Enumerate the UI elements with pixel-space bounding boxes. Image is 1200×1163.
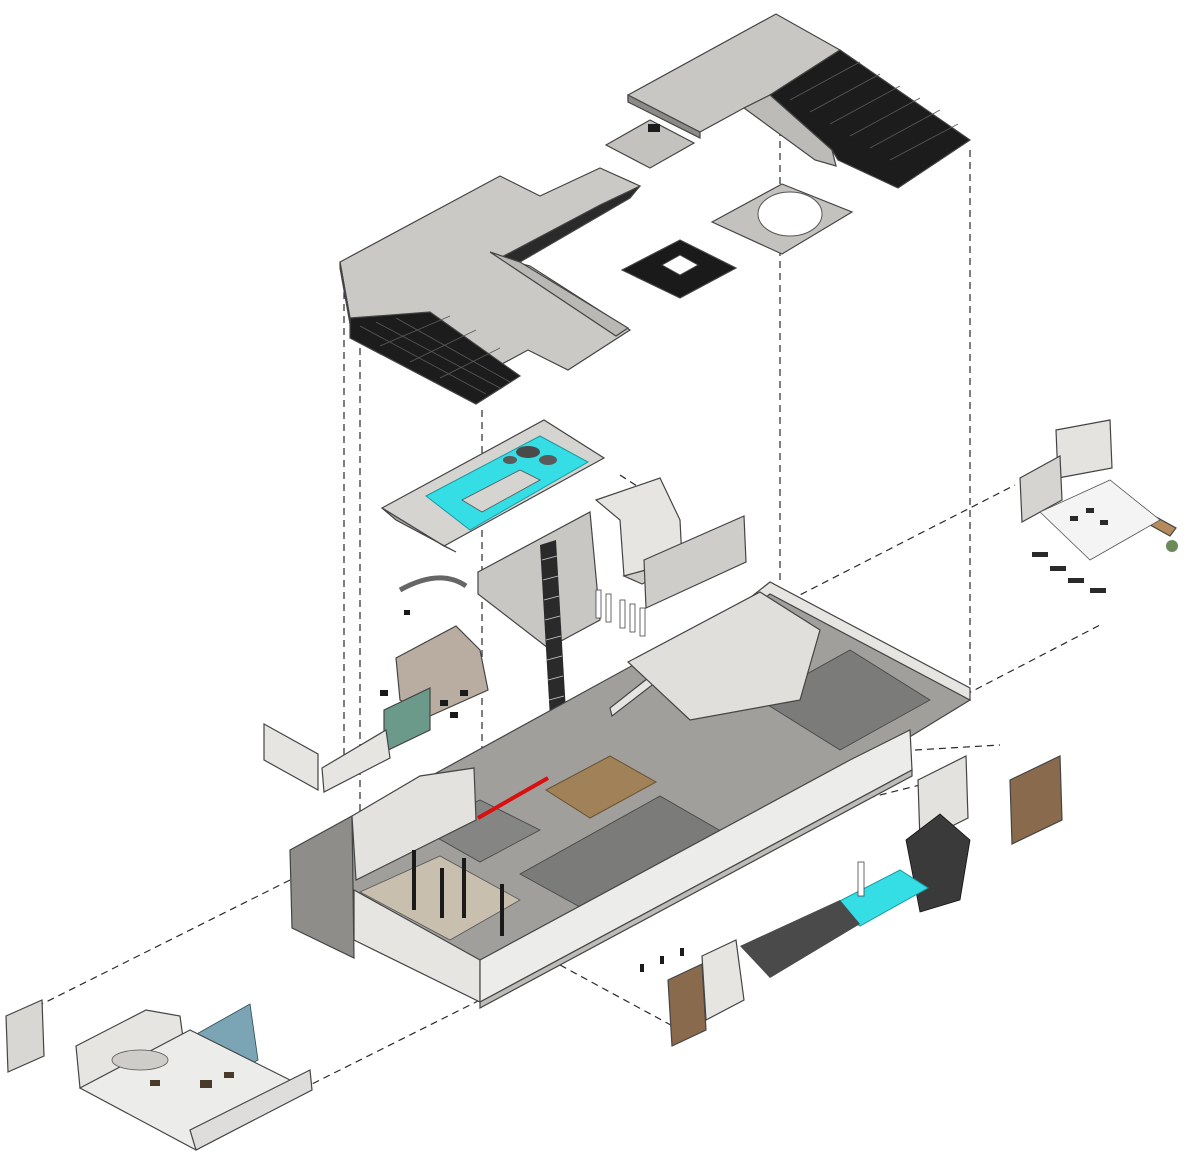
front-facade-wall-right xyxy=(479,729,913,1004)
mid-wall-panel-right xyxy=(321,729,391,793)
upper-roof-grating-lines xyxy=(789,61,959,161)
ground-columns xyxy=(412,850,504,936)
tilted-concrete-wall xyxy=(477,511,601,649)
pool-concrete-underside xyxy=(381,507,457,553)
guide-to-lower-left-module-2 xyxy=(299,999,481,1091)
upper-roof-concrete-front xyxy=(627,94,701,139)
rock-sculpture xyxy=(905,813,971,913)
office-wall-tall xyxy=(1055,419,1113,479)
back-wall-long xyxy=(609,581,971,718)
guide-to-lower-right-module xyxy=(559,964,681,1031)
upper-roof-lid-small xyxy=(604,119,696,169)
floor-zone-dark-2 xyxy=(759,649,931,751)
pool-rock-1 xyxy=(516,446,540,458)
reception-front-wall xyxy=(189,1069,313,1151)
upper-roof-hatch xyxy=(648,124,660,132)
upper-roof-slab xyxy=(604,13,972,189)
guide-to-upper-right-module-2 xyxy=(964,624,1101,696)
upper-roof-concrete-strip xyxy=(742,94,837,167)
office-furniture xyxy=(1032,508,1108,593)
main-roof-slab xyxy=(339,167,642,405)
reception-desk-curve xyxy=(111,1049,169,1071)
ground-floor xyxy=(263,581,972,1010)
main-roof-ridge-strip xyxy=(489,251,630,337)
round-skylight-opening xyxy=(757,191,823,237)
stone-paving xyxy=(740,900,860,978)
columns-group xyxy=(595,589,646,637)
small-room-walls xyxy=(701,939,745,1021)
timber-screen xyxy=(667,963,707,1047)
mezzanine-elements xyxy=(380,477,747,753)
pool-rock-3 xyxy=(503,456,517,464)
garden-column xyxy=(857,861,865,897)
stair-treads xyxy=(541,555,565,701)
guide-pool-right xyxy=(619,474,641,489)
stair-flight xyxy=(540,540,566,718)
guide-to-lower-right-module-2 xyxy=(914,744,1001,751)
reception-side-panels xyxy=(5,999,45,1073)
pool-level xyxy=(380,419,606,553)
module-upper-right-office xyxy=(1019,419,1178,593)
upper-room-walls xyxy=(626,591,821,721)
skylight-pieces xyxy=(620,183,854,299)
office-wall-panel xyxy=(1019,455,1063,523)
curved-bench xyxy=(398,575,468,593)
pool-island xyxy=(461,469,541,513)
guide-to-upper-right-module xyxy=(789,484,1016,601)
left-room-wall xyxy=(351,767,477,881)
mid-wall-panel-left xyxy=(263,722,319,792)
main-roof-grating-lines xyxy=(359,315,511,395)
pool-rock-2 xyxy=(539,455,557,465)
garden-wall-frame xyxy=(917,755,969,843)
freestanding-concrete-wall xyxy=(643,515,747,609)
front-facade-base xyxy=(479,768,913,1010)
module-lower-left-reception xyxy=(5,999,313,1151)
main-roof-grating xyxy=(349,311,522,405)
office-plant xyxy=(1166,540,1178,552)
square-skylight-opening xyxy=(660,254,700,276)
guide-to-lower-right-module-3 xyxy=(739,779,941,831)
guide-to-lower-left-module xyxy=(39,879,291,1006)
scattered-furniture xyxy=(380,610,468,718)
floor-zone-timber xyxy=(545,755,658,819)
module-lower-right-garden xyxy=(640,755,1063,1047)
garden-shelving xyxy=(1009,755,1063,845)
reception-furniture xyxy=(150,1072,234,1088)
red-accent-edge xyxy=(477,776,549,820)
pendant-lights xyxy=(640,948,684,972)
left-outer-wall xyxy=(289,814,355,959)
